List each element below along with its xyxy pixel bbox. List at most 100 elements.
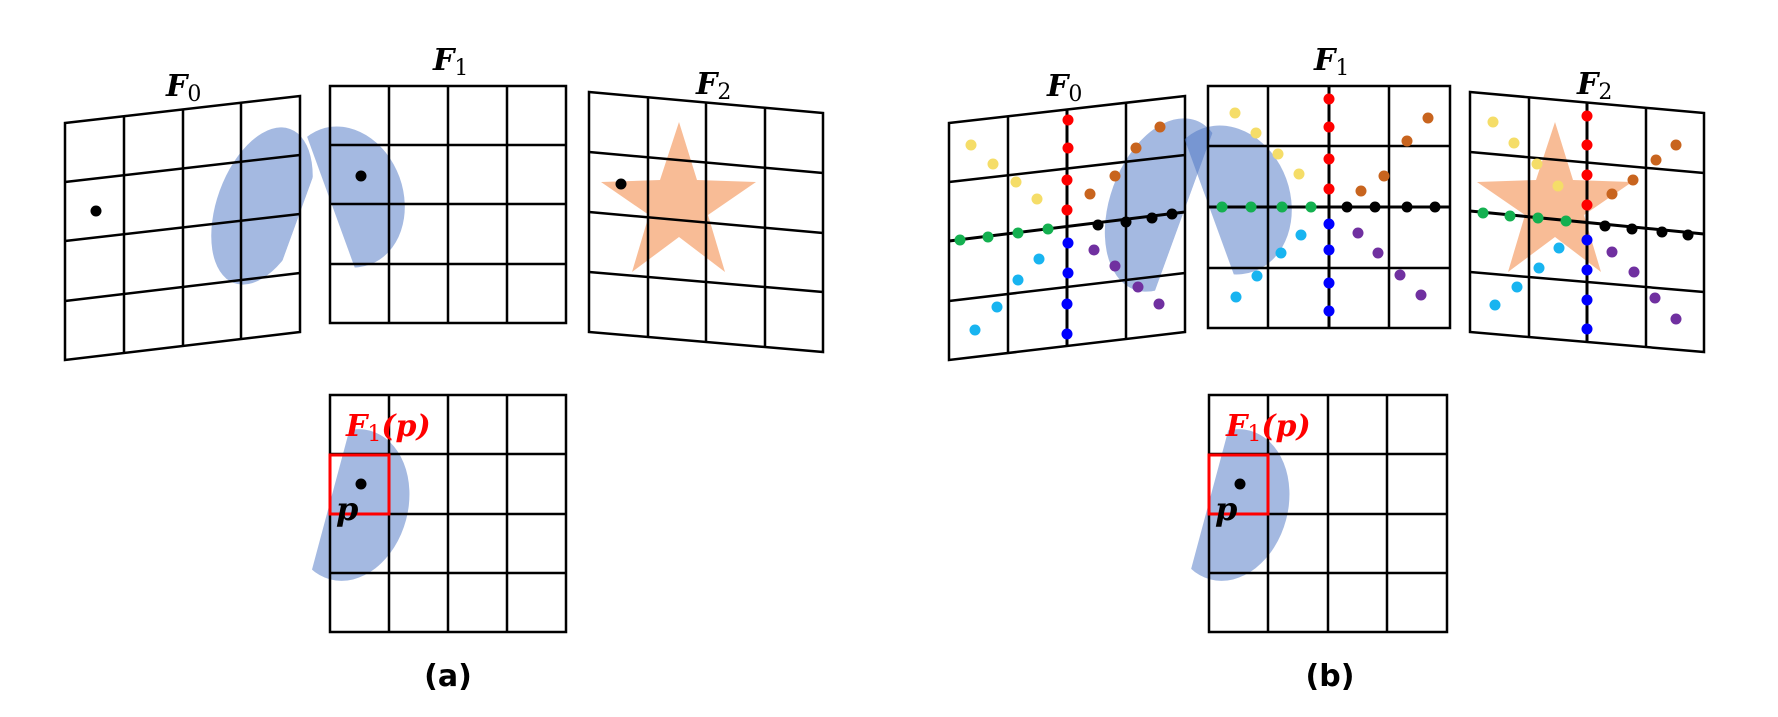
cyan-sample-dot (1511, 281, 1523, 293)
panel-a: F0 F1 F2 F1(p) p (a) (63, 43, 825, 694)
red-sample-dot (1061, 204, 1073, 216)
orange-sample-dot (1355, 185, 1367, 197)
query-patch-box (1207, 453, 1270, 516)
yellow-sample-dot (1552, 180, 1564, 192)
orange-sample-dot (1627, 174, 1639, 186)
green-sample-dot (1504, 210, 1516, 222)
blue-sample-dot (1581, 323, 1593, 335)
black-sample-dot (1120, 216, 1132, 228)
black-sample-dot (1656, 226, 1668, 238)
search-axis-lines (1469, 102, 1705, 342)
red-sample-dot (1323, 183, 1335, 195)
query-patch-box (328, 453, 391, 516)
green-sample-dot (1560, 215, 1572, 227)
orange-sample-dot (1401, 135, 1413, 147)
cyan-sample-dot (1012, 274, 1024, 286)
red-sample-dot (1062, 142, 1074, 154)
yellow-sample-dot (1010, 176, 1022, 188)
query-point (355, 478, 367, 490)
frame-f2-label: F2 (1576, 67, 1612, 105)
frame-f1 (292, 84, 568, 325)
sampling-points (1216, 93, 1441, 317)
black-sample-dot (1166, 208, 1178, 220)
black-sample-dot (1626, 223, 1638, 235)
sampling-points (1477, 110, 1694, 335)
black-sample-dot (1092, 219, 1104, 231)
blue-sample-dot (1323, 305, 1335, 317)
purple-sample-dot (1352, 227, 1364, 239)
cyan-sample-dot (1295, 229, 1307, 241)
orange-sample-dot (1084, 188, 1096, 200)
purple-sample-dot (1415, 289, 1427, 301)
purple-sample-dot (1372, 247, 1384, 259)
yellow-sample-dot (987, 158, 999, 170)
orange-sample-dot (1422, 112, 1434, 124)
yellow-sample-dot (1531, 158, 1543, 170)
query-label: F1(p) (1225, 409, 1311, 447)
green-sample-dot (1532, 212, 1544, 224)
yellow-sample-dot (1250, 127, 1262, 139)
blue-sample-dot (1323, 277, 1335, 289)
green-sample-dot (1276, 201, 1288, 213)
frame-f1-label: F1 (1313, 43, 1349, 81)
cyan-sample-dot (1533, 262, 1545, 274)
red-sample-dot (1581, 169, 1593, 181)
correspondence-point (90, 205, 102, 217)
purple-sample-dot (1628, 266, 1640, 278)
cyan-sample-dot (1230, 291, 1242, 303)
blue-sample-dot (1581, 294, 1593, 306)
green-sample-dot (982, 231, 994, 243)
purple-sample-dot (1649, 292, 1661, 304)
green-sample-dot (1012, 227, 1024, 239)
green-sample-dot (1477, 207, 1489, 219)
red-sample-dot (1581, 199, 1593, 211)
green-sample-dot (954, 234, 966, 246)
cyan-sample-dot (1553, 242, 1565, 254)
blue-sample-dot (1323, 218, 1335, 230)
orange-sample-dot (1154, 121, 1166, 133)
green-sample-dot (1216, 201, 1228, 213)
frame-f2 (587, 90, 825, 354)
yellow-sample-dot (1508, 137, 1520, 149)
correspondence-point (615, 178, 627, 190)
purple-sample-dot (1606, 246, 1618, 258)
star-shape (1477, 122, 1632, 272)
blue-sample-dot (1581, 264, 1593, 276)
black-sample-dot (1146, 212, 1158, 224)
green-sample-dot (1245, 201, 1257, 213)
red-sample-dot (1581, 139, 1593, 151)
orange-sample-dot (1670, 139, 1682, 151)
purple-sample-dot (1109, 260, 1121, 272)
frame-f2-label: F2 (695, 67, 731, 105)
orange-sample-dot (1606, 188, 1618, 200)
red-sample-dot (1581, 110, 1593, 122)
blue-sample-dot (1581, 234, 1593, 246)
yellow-sample-dot (1229, 107, 1241, 119)
cyan-sample-dot (1251, 270, 1263, 282)
red-sample-dot (1323, 153, 1335, 165)
blue-sample-dot (1062, 237, 1074, 249)
correspondence-point (355, 170, 367, 182)
yellow-sample-dot (1031, 193, 1043, 205)
black-sample-dot (1401, 201, 1413, 213)
black-sample-dot (1429, 201, 1441, 213)
purple-sample-dot (1088, 244, 1100, 256)
panel-b: F0 F1 F2 F1(p) p (b) (947, 43, 1706, 694)
green-sample-dot (1042, 223, 1054, 235)
orange-sample-dot (1109, 170, 1121, 182)
panel-b-caption: (b) (1306, 659, 1355, 694)
panel-a-caption: (a) (424, 659, 472, 694)
query-point-label: p (336, 490, 358, 528)
yellow-sample-dot (1272, 148, 1284, 160)
frame-f0-label: F0 (165, 69, 201, 107)
yellow-sample-dot (1293, 168, 1305, 180)
red-sample-dot (1323, 93, 1335, 105)
cyan-sample-dot (1033, 253, 1045, 265)
black-sample-dot (1682, 229, 1694, 241)
frame-f0 (63, 94, 313, 362)
orange-sample-dot (1378, 170, 1390, 182)
sampling-points (954, 114, 1178, 340)
object-blob (211, 127, 313, 285)
star-shape (601, 122, 756, 272)
